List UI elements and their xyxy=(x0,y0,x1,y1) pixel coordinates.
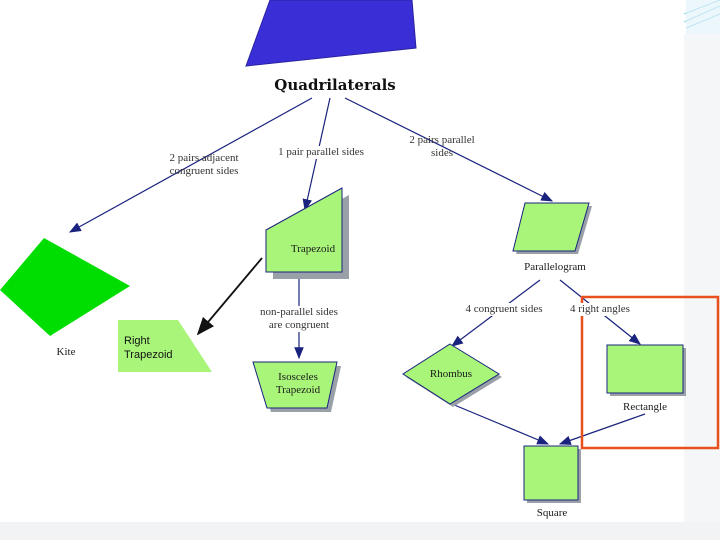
top-decorative-shape xyxy=(245,0,417,67)
parallelogram-label: Parallelogram xyxy=(524,261,586,273)
diagram-title: Quadrilaterals xyxy=(274,76,396,94)
isosceles-trapezoid-label: Isosceles Trapezoid xyxy=(262,371,334,397)
kite-shape xyxy=(0,238,130,336)
trapezoid-shape xyxy=(265,187,343,273)
corner-decoration xyxy=(683,0,720,34)
branch-four-congruent-label: 4 congruent sides xyxy=(456,303,552,316)
arrow-rhombus-to-square xyxy=(451,403,550,445)
branch-four-right-label: 4 right angles xyxy=(562,303,638,316)
branch-non-parallel-line2: are congruent xyxy=(268,319,330,331)
branch-adjacent-label: 2 pairs adjacent congruent sides xyxy=(158,152,250,178)
kite-label: Kite xyxy=(56,346,76,358)
bottom-strip xyxy=(0,522,720,540)
branch-two-parallel-label: 2 pairs parallel sides xyxy=(398,134,486,160)
rhombus-label: Rhombus xyxy=(429,368,473,380)
isosceles-line2: Trapezoid xyxy=(275,384,321,396)
parallelogram-shape xyxy=(512,202,590,252)
rhombus-shape xyxy=(402,343,500,405)
arrow-rectangle-to-square xyxy=(558,413,646,445)
branch-one-parallel-label: 1 pair parallel sides xyxy=(268,146,374,159)
trapezoid-label: Trapezoid xyxy=(290,243,336,255)
right-trapezoid-line1: Right xyxy=(124,335,150,347)
rectangle-shape xyxy=(606,344,684,394)
square-label: Square xyxy=(536,507,568,519)
arrow-to-kite xyxy=(68,97,313,233)
right-trapezoid-line2: Trapezoid xyxy=(124,349,173,361)
branch-two-parallel-line2: sides xyxy=(431,147,453,159)
rectangle-label: Rectangle xyxy=(623,401,667,413)
highlight-box xyxy=(580,295,720,450)
branch-non-parallel-line1: non-parallel sides xyxy=(260,306,338,318)
arrow-to-parallelogram xyxy=(344,97,554,202)
right-trapezoid-label: Right Trapezoid xyxy=(124,334,173,362)
branch-two-parallel-line1: 2 pairs parallel xyxy=(409,134,475,146)
square-shape xyxy=(523,445,579,501)
branch-adjacent-line2: congruent sides xyxy=(169,165,239,177)
right-side-strip xyxy=(684,34,720,524)
arrow-to-right-trapezoid xyxy=(196,257,263,336)
isosceles-trapezoid-shape xyxy=(252,361,338,409)
branch-non-parallel-label: non-parallel sides are congruent xyxy=(252,306,346,332)
isosceles-line1: Isosceles xyxy=(278,371,318,383)
right-trapezoid-shape xyxy=(118,320,212,372)
branch-adjacent-line1: 2 pairs adjacent xyxy=(169,152,239,164)
